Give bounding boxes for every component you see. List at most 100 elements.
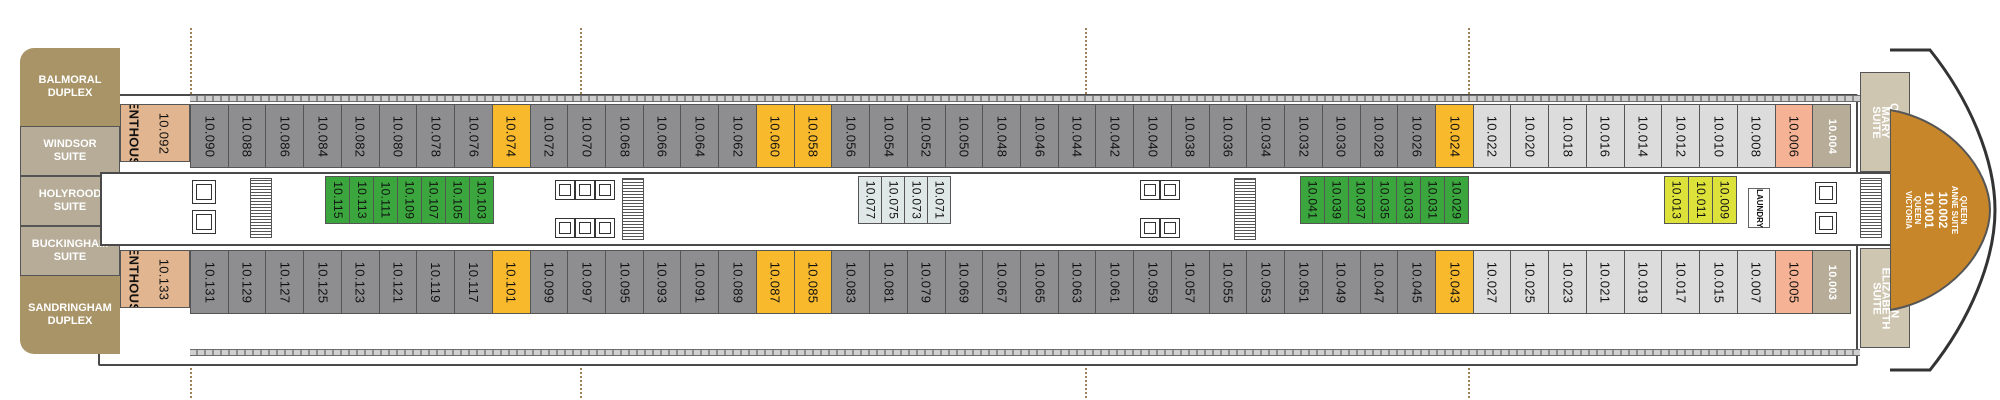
cabin-10109[interactable]: 10.109 xyxy=(397,176,422,224)
cabin-10021[interactable]: 10.021 xyxy=(1585,250,1625,314)
cabin-10061[interactable]: 10.061 xyxy=(1095,250,1135,314)
penthouse-10133[interactable]: PENTHOUSE 10.133 xyxy=(120,250,190,308)
cabin-10035[interactable]: 10.035 xyxy=(1372,176,1397,224)
cabin-10039[interactable]: 10.039 xyxy=(1324,176,1349,224)
cabin-10076[interactable]: 10.076 xyxy=(454,104,493,168)
cabin-10007[interactable]: 10.007 xyxy=(1736,250,1776,314)
cabin-10020[interactable]: 10.020 xyxy=(1510,104,1550,168)
cabin-10074[interactable]: 10.074 xyxy=(491,104,531,168)
cabin-10062[interactable]: 10.062 xyxy=(718,104,757,168)
cabin-10099[interactable]: 10.099 xyxy=(529,250,569,314)
cabin-10033[interactable]: 10.033 xyxy=(1396,176,1421,224)
cabin-10068[interactable]: 10.068 xyxy=(605,104,644,168)
cabin-10073[interactable]: 10.073 xyxy=(904,176,928,224)
cabin-10042[interactable]: 10.042 xyxy=(1095,104,1135,168)
cabin-10047[interactable]: 10.047 xyxy=(1359,250,1399,314)
cabin-10091[interactable]: 10.091 xyxy=(680,250,720,314)
cabin-10072[interactable]: 10.072 xyxy=(529,104,569,168)
cabin-10090[interactable]: 10.090 xyxy=(190,104,229,168)
cabin-10026[interactable]: 10.026 xyxy=(1397,104,1436,168)
cabin-10064[interactable]: 10.064 xyxy=(680,104,720,168)
cabin-10121[interactable]: 10.121 xyxy=(378,250,418,314)
cabin-10004[interactable]: 10.004 xyxy=(1812,104,1851,168)
cabin-10080[interactable]: 10.080 xyxy=(378,104,418,168)
cabin-10031[interactable]: 10.031 xyxy=(1420,176,1445,224)
cabin-10056[interactable]: 10.056 xyxy=(831,104,871,168)
cabin-10123[interactable]: 10.123 xyxy=(340,250,380,314)
cabin-10119[interactable]: 10.119 xyxy=(416,250,456,314)
cabin-10025[interactable]: 10.025 xyxy=(1510,250,1550,314)
cabin-10095[interactable]: 10.095 xyxy=(605,250,644,314)
cabin-10043[interactable]: 10.043 xyxy=(1435,250,1474,314)
cabin-10044[interactable]: 10.044 xyxy=(1057,104,1097,168)
cabin-10063[interactable]: 10.063 xyxy=(1057,250,1097,314)
cabin-10052[interactable]: 10.052 xyxy=(906,104,946,168)
cabin-10067[interactable]: 10.067 xyxy=(982,250,1021,314)
cabin-10093[interactable]: 10.093 xyxy=(642,250,682,314)
cabin-10060[interactable]: 10.060 xyxy=(755,104,795,168)
cabin-10024[interactable]: 10.024 xyxy=(1435,104,1474,168)
cabin-10041[interactable]: 10.041 xyxy=(1300,176,1325,224)
cabin-10111[interactable]: 10.111 xyxy=(373,176,398,224)
cabin-10083[interactable]: 10.083 xyxy=(831,250,871,314)
cabin-10028[interactable]: 10.028 xyxy=(1359,104,1399,168)
cabin-10011[interactable]: 10.011 xyxy=(1688,176,1713,224)
cabin-10086[interactable]: 10.086 xyxy=(265,104,305,168)
cabin-10082[interactable]: 10.082 xyxy=(340,104,380,168)
cabin-10018[interactable]: 10.018 xyxy=(1548,104,1587,168)
cabin-10077[interactable]: 10.077 xyxy=(858,176,882,224)
cabin-10005[interactable]: 10.005 xyxy=(1774,250,1814,314)
bow-suites[interactable] xyxy=(1890,40,2000,380)
cabin-10019[interactable]: 10.019 xyxy=(1623,250,1663,314)
cabin-10055[interactable]: 10.055 xyxy=(1208,250,1248,314)
cabin-10045[interactable]: 10.045 xyxy=(1397,250,1436,314)
cabin-10003[interactable]: 10.003 xyxy=(1812,250,1851,314)
sandringham-duplex[interactable]: SANDRINGHAM DUPLEX xyxy=(20,276,120,354)
cabin-10057[interactable]: 10.057 xyxy=(1170,250,1210,314)
cabin-10115[interactable]: 10.115 xyxy=(325,176,350,224)
cabin-10066[interactable]: 10.066 xyxy=(642,104,682,168)
cabin-10103[interactable]: 10.103 xyxy=(469,176,494,224)
cabin-10125[interactable]: 10.125 xyxy=(303,250,342,314)
cabin-10117[interactable]: 10.117 xyxy=(454,250,493,314)
cabin-10023[interactable]: 10.023 xyxy=(1548,250,1587,314)
cabin-10129[interactable]: 10.129 xyxy=(227,250,267,314)
cabin-10015[interactable]: 10.015 xyxy=(1699,250,1738,314)
cabin-10040[interactable]: 10.040 xyxy=(1133,104,1172,168)
cabin-10051[interactable]: 10.051 xyxy=(1284,250,1323,314)
cabin-10070[interactable]: 10.070 xyxy=(567,104,606,168)
cabin-10050[interactable]: 10.050 xyxy=(944,104,984,168)
windsor-suite[interactable]: WINDSOR SUITE xyxy=(20,126,120,176)
cabin-10034[interactable]: 10.034 xyxy=(1246,104,1286,168)
cabin-10006[interactable]: 10.006 xyxy=(1774,104,1814,168)
cabin-10065[interactable]: 10.065 xyxy=(1020,250,1059,314)
cabin-10058[interactable]: 10.058 xyxy=(793,104,833,168)
cabin-10113[interactable]: 10.113 xyxy=(349,176,374,224)
cabin-10013[interactable]: 10.013 xyxy=(1664,176,1689,224)
cabin-10079[interactable]: 10.079 xyxy=(906,250,946,314)
cabin-10054[interactable]: 10.054 xyxy=(869,104,908,168)
cabin-10048[interactable]: 10.048 xyxy=(982,104,1021,168)
cabin-10084[interactable]: 10.084 xyxy=(303,104,342,168)
cabin-10071[interactable]: 10.071 xyxy=(927,176,951,224)
cabin-10049[interactable]: 10.049 xyxy=(1321,250,1361,314)
cabin-10069[interactable]: 10.069 xyxy=(944,250,984,314)
cabin-10012[interactable]: 10.012 xyxy=(1661,104,1701,168)
cabin-10010[interactable]: 10.010 xyxy=(1699,104,1738,168)
cabin-10009[interactable]: 10.009 xyxy=(1712,176,1737,224)
balmoral-duplex[interactable]: BALMORAL DUPLEX xyxy=(20,48,120,126)
cabin-10032[interactable]: 10.032 xyxy=(1284,104,1323,168)
cabin-10078[interactable]: 10.078 xyxy=(416,104,456,168)
penthouse-10092[interactable]: PENTHOUSE 10.092 xyxy=(120,104,190,162)
cabin-10127[interactable]: 10.127 xyxy=(265,250,305,314)
cabin-10029[interactable]: 10.029 xyxy=(1444,176,1469,224)
cabin-10081[interactable]: 10.081 xyxy=(869,250,908,314)
cabin-10037[interactable]: 10.037 xyxy=(1348,176,1373,224)
cabin-10101[interactable]: 10.101 xyxy=(491,250,531,314)
cabin-10030[interactable]: 10.030 xyxy=(1321,104,1361,168)
cabin-10016[interactable]: 10.016 xyxy=(1585,104,1625,168)
cabin-10107[interactable]: 10.107 xyxy=(421,176,446,224)
cabin-10087[interactable]: 10.087 xyxy=(755,250,795,314)
cabin-10053[interactable]: 10.053 xyxy=(1246,250,1286,314)
cabin-10075[interactable]: 10.075 xyxy=(881,176,905,224)
